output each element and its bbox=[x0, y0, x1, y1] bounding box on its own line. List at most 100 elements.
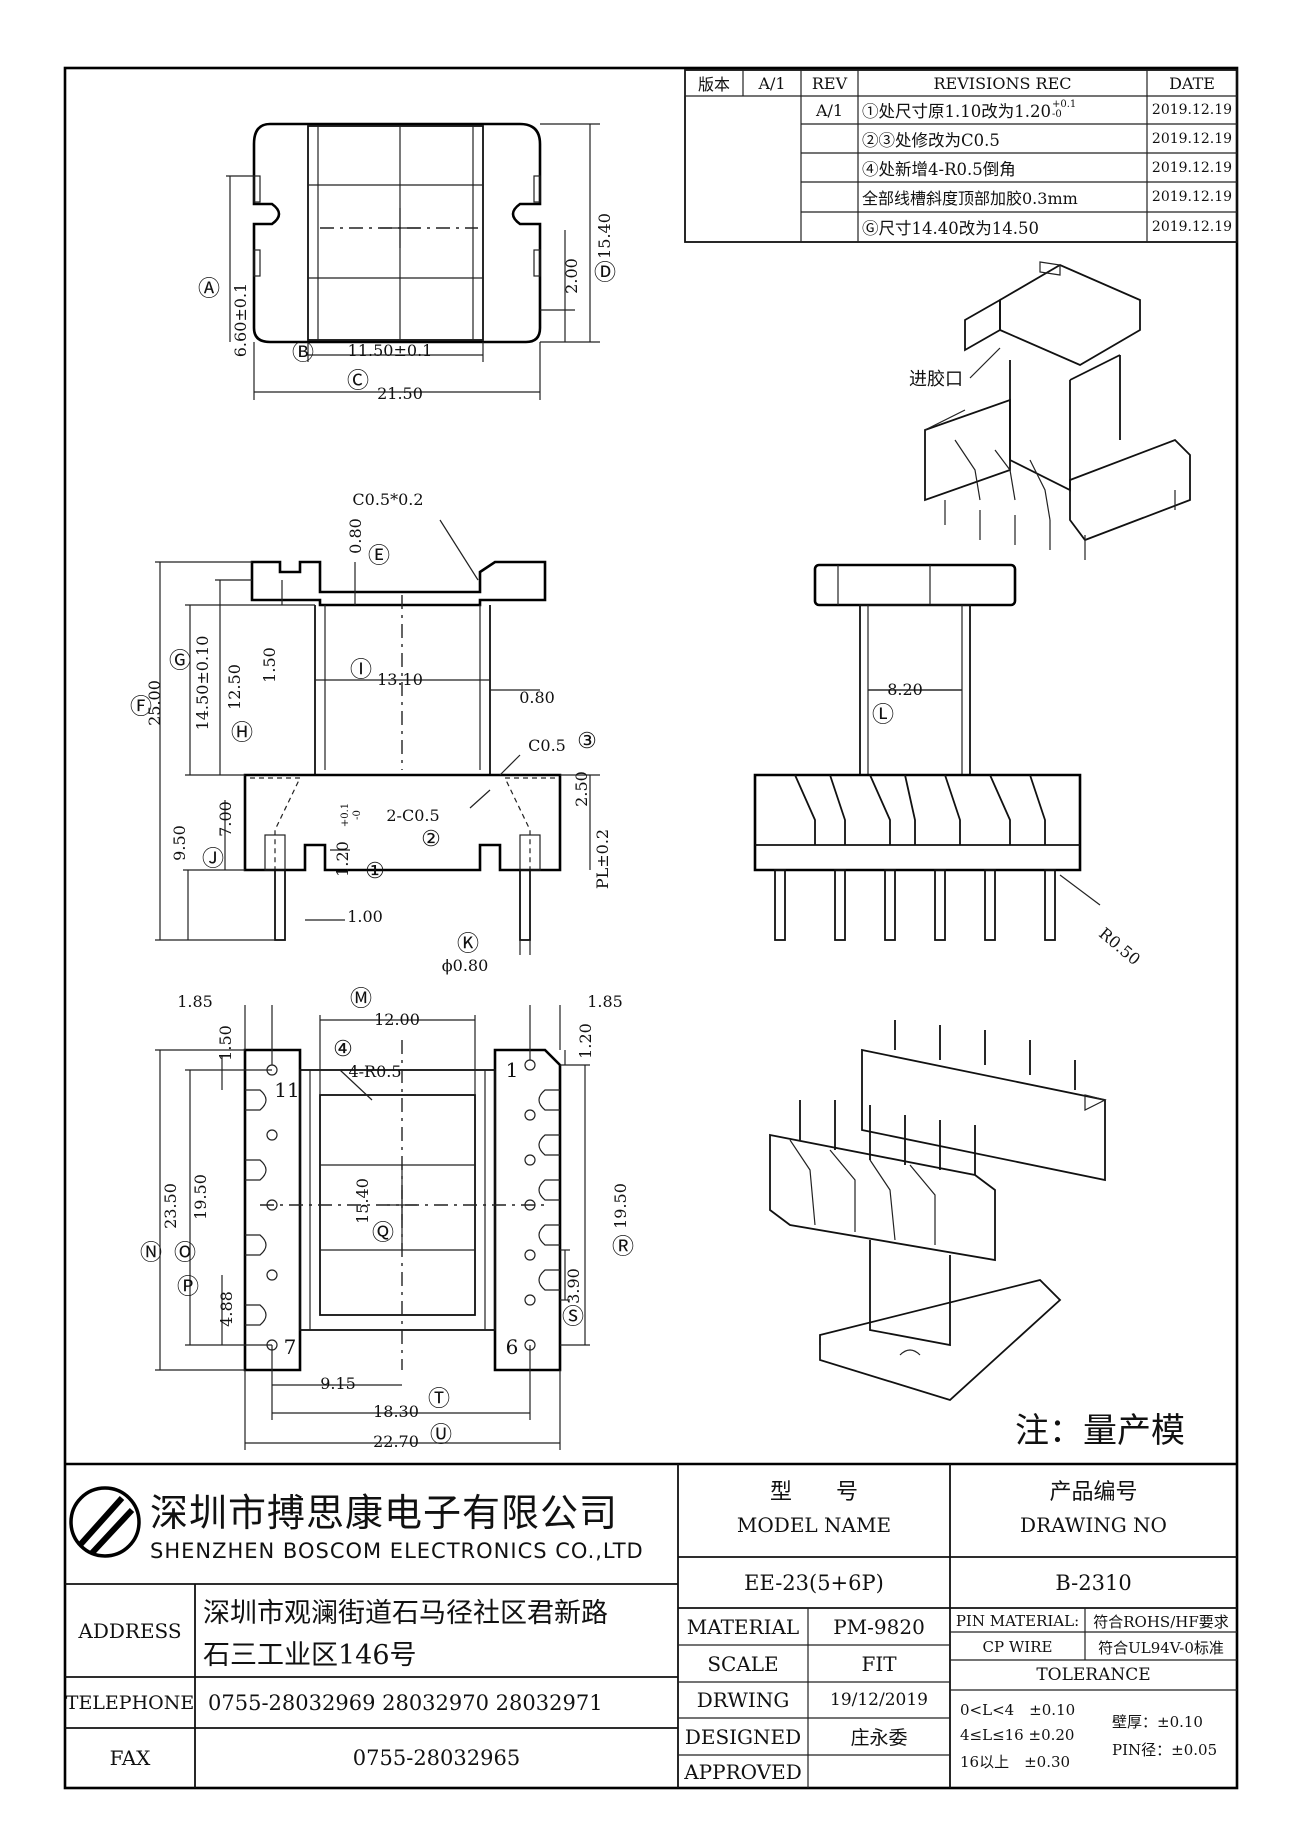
address-line-1: 深圳市观澜街道石马径社区君新路 bbox=[203, 1597, 608, 1629]
revision-row-3-date: 2019.12.19 bbox=[1151, 159, 1233, 176]
dim-pl: PL±0.2 bbox=[592, 828, 612, 890]
tag-o: Ⓞ bbox=[173, 1241, 196, 1266]
callout-3: ③ bbox=[577, 728, 597, 754]
pin-material-value: 符合ROHS/HF要求 bbox=[1093, 1612, 1229, 1631]
gate-label: 进胶口 bbox=[909, 369, 963, 390]
tag-q: Ⓠ bbox=[371, 1221, 394, 1246]
dim-0-80-side: 0.80 bbox=[519, 687, 555, 707]
tolerance-row-1: 0<L<4 ±0.10 bbox=[960, 1700, 1076, 1719]
pin-label-6: 6 bbox=[505, 1335, 519, 1359]
side-view bbox=[753, 563, 1101, 941]
designed-label: DESIGNED bbox=[684, 1724, 802, 1749]
dim-9-15: 9.15 bbox=[320, 1373, 356, 1393]
tolerance-wall: 壁厚：±0.10 bbox=[1112, 1712, 1203, 1731]
revision-row-4-date: 2019.12.19 bbox=[1151, 189, 1233, 205]
dim-14-50: 14.50±0.10 bbox=[192, 635, 212, 731]
dim-1-85-right: 1.85 bbox=[587, 991, 623, 1011]
scale-label: SCALE bbox=[707, 1651, 779, 1676]
version-value: A/1 bbox=[758, 73, 786, 93]
dim-19-50-left: 19.50 bbox=[190, 1174, 210, 1220]
tag-h: Ⓗ bbox=[230, 721, 253, 746]
address-line-2: 石三工业区146号 bbox=[203, 1639, 417, 1671]
mass-production-note: 注：量产模 bbox=[1015, 1410, 1185, 1451]
revision-row-4-text: 全部线槽斜度顶部加胶0.3mm bbox=[862, 189, 1078, 208]
tolerance-row-2: 4≤L≤16 ±0.20 bbox=[960, 1726, 1075, 1744]
dim-1-20-tol-lower: -0 bbox=[351, 810, 363, 820]
dim-1-20: 1.20 bbox=[332, 841, 352, 877]
dim-1-85-left: 1.85 bbox=[177, 991, 213, 1011]
revision-row-2-date: 2019.12.19 bbox=[1151, 130, 1233, 147]
dim-7-00: 7.00 bbox=[215, 801, 235, 837]
telephone-label: TELEPHONE bbox=[65, 1691, 195, 1714]
dim-18-30: 18.30 bbox=[373, 1401, 419, 1421]
dim-0-80-top: 0.80 bbox=[345, 518, 365, 554]
revision-row-1-text: ①处尺寸原1.10改为1.20 bbox=[862, 102, 1051, 121]
drwing-value: 19/12/2019 bbox=[830, 1690, 928, 1710]
tag-i: Ⓘ bbox=[349, 658, 372, 683]
company-logo bbox=[69, 1486, 141, 1558]
company-name-en: SHENZHEN BOSCOM ELECTRONICS CO.,LTD bbox=[150, 1539, 644, 1563]
tag-l: Ⓛ bbox=[871, 703, 894, 728]
outer-frame bbox=[63, 66, 1239, 1790]
revision-row-1: ①处尺寸原1.10改为1.20+0.1-0 bbox=[862, 96, 1122, 124]
rev-header: REV bbox=[811, 73, 848, 93]
address-label: ADDRESS bbox=[78, 1618, 182, 1643]
top-view bbox=[226, 122, 600, 400]
bottom-view bbox=[155, 1005, 590, 1450]
tolerance-pin: PIN径：±0.05 bbox=[1112, 1740, 1218, 1759]
tag-a: Ⓐ bbox=[197, 277, 220, 302]
tag-r: Ⓡ bbox=[611, 1235, 634, 1260]
pin-label-7: 7 bbox=[283, 1335, 297, 1359]
dim-4-88: 4.88 bbox=[216, 1291, 236, 1327]
front-view bbox=[155, 519, 600, 955]
callout-1: ① bbox=[365, 858, 385, 884]
pin-label-11: 11 bbox=[274, 1078, 300, 1102]
revisions-rec-header: REVISIONS REC bbox=[933, 73, 1072, 93]
tag-k: Ⓚ bbox=[456, 932, 479, 957]
chamfer-2-c05: 2-C0.5 bbox=[386, 805, 440, 825]
chamfer-c05-3: C0.5 bbox=[528, 735, 566, 755]
cp-wire-label: CP WIRE bbox=[982, 1638, 1053, 1656]
telephone-value: 0755-28032969 28032970 28032971 bbox=[208, 1690, 603, 1715]
company-name-cn: 深圳市搏思康电子有限公司 bbox=[150, 1490, 619, 1535]
tag-j: Ⓙ bbox=[201, 847, 224, 872]
version-label: 版本 bbox=[697, 75, 730, 94]
tag-b: Ⓑ bbox=[291, 341, 314, 366]
title-block-grid bbox=[65, 1462, 1237, 1788]
tag-p: Ⓟ bbox=[176, 1275, 199, 1300]
revision-row-3-text: ④处新增4-R0.5倒角 bbox=[862, 159, 1016, 179]
scale-value: FIT bbox=[861, 1651, 897, 1676]
pin-label-1: 1 bbox=[505, 1058, 519, 1082]
approved-value bbox=[808, 1755, 950, 1788]
radius-4-r05: 4-R0.5 bbox=[348, 1061, 402, 1081]
dim-11-50: 11.50±0.1 bbox=[347, 340, 433, 360]
approved-label: APPROVED bbox=[684, 1759, 802, 1784]
model-label-en: MODEL NAME bbox=[736, 1513, 892, 1537]
tag-u: Ⓤ bbox=[429, 1423, 452, 1448]
dim-19-50-right: 19.50 bbox=[610, 1183, 630, 1229]
tolerance-label: TOLERANCE bbox=[1036, 1665, 1151, 1685]
cp-wire-value: 符合UL94V-0标准 bbox=[1098, 1638, 1224, 1657]
revision-row-5-date: 2019.12.19 bbox=[1151, 219, 1233, 235]
tag-d: Ⓓ bbox=[593, 261, 616, 286]
date-header: DATE bbox=[1169, 73, 1215, 93]
dim-23-50: 23.50 bbox=[160, 1183, 180, 1229]
fax-label: FAX bbox=[109, 1746, 151, 1770]
dim-9-50: 9.50 bbox=[169, 825, 189, 861]
dim-1-50-bottom: 1.50 bbox=[215, 1025, 235, 1061]
tag-s: Ⓢ bbox=[561, 1305, 584, 1330]
drwing-label: DRWING bbox=[696, 1688, 790, 1712]
isometric-view-top bbox=[924, 261, 1191, 560]
dim-phi-0-80: ϕ0.80 bbox=[441, 955, 489, 975]
tag-e: Ⓔ bbox=[367, 544, 390, 569]
material-value: PM-9820 bbox=[833, 1614, 925, 1639]
tag-f: Ⓕ bbox=[129, 695, 152, 720]
dim-1-50: 1.50 bbox=[259, 647, 279, 683]
isometric-view-bottom bbox=[769, 1020, 1107, 1402]
dim-12-50: 12.50 bbox=[224, 664, 244, 710]
dim-21-50: 21.50 bbox=[377, 383, 423, 403]
tag-m: Ⓜ bbox=[349, 987, 372, 1012]
drawing-no-value: B-2310 bbox=[1055, 1570, 1132, 1595]
